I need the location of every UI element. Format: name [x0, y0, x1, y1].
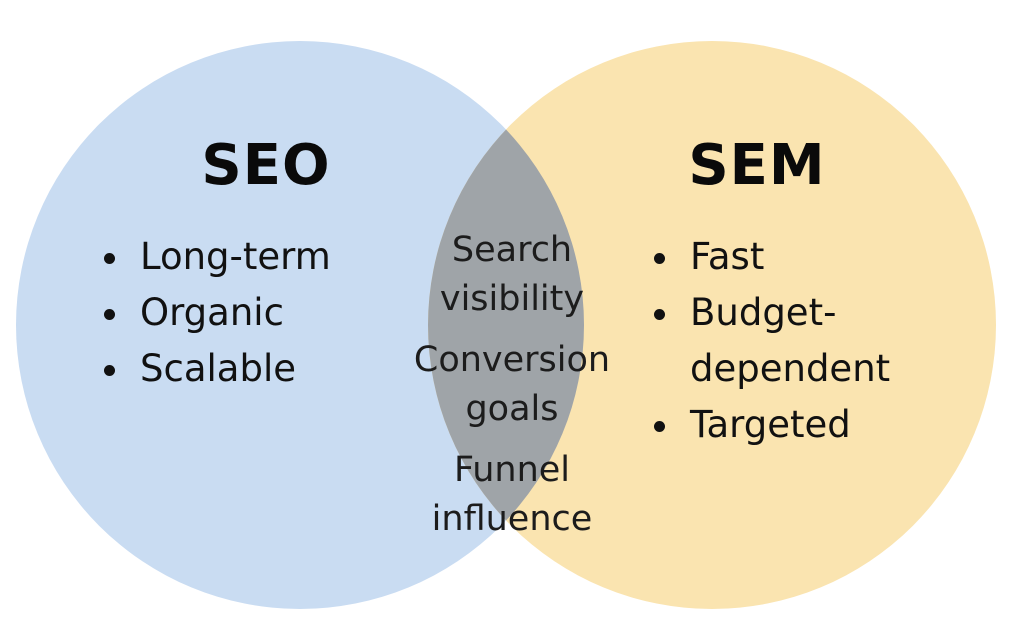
sem-circle — [428, 41, 996, 609]
overlap-item-conversion-goals: Conversion goals — [402, 336, 622, 434]
sem-item-fast: Fast — [690, 235, 765, 278]
seo-list: Long-term Organic Scalable — [102, 229, 402, 397]
sem-list: Fast Budget-dependent Targeted — [652, 229, 982, 453]
list-item: Targeted — [652, 397, 982, 453]
list-item: Fast — [652, 229, 982, 285]
overlap-line: visibility — [439, 279, 585, 319]
sem-title: SEM — [688, 133, 826, 198]
list-item: Organic — [102, 285, 402, 341]
overlap-line: Conversion — [413, 340, 611, 380]
overlap-line: Search — [451, 230, 573, 270]
overlap-line: Funnel — [453, 450, 571, 490]
bullet-icon — [654, 253, 665, 264]
sem-item-budget-line1: Budget- — [690, 291, 837, 334]
bullet-icon — [654, 309, 665, 320]
sem-item-budget-line2: dependent — [690, 347, 891, 390]
overlap-item-search-visibility: Search visibility — [402, 226, 622, 324]
overlap-text: Search visibility Conversion goals Funne… — [402, 226, 622, 544]
seo-item-organic: Organic — [140, 291, 284, 334]
list-item: Scalable — [102, 341, 402, 397]
seo-circle — [16, 41, 584, 609]
bullet-icon — [104, 309, 115, 320]
overlap-line: influence — [431, 499, 593, 539]
bullet-icon — [104, 365, 115, 376]
overlap-line: goals — [465, 389, 559, 429]
sem-item-targeted: Targeted — [690, 403, 851, 446]
list-item: Long-term — [102, 229, 402, 285]
seo-title: SEO — [201, 133, 331, 198]
bullet-icon — [104, 253, 115, 264]
seo-item-scalable: Scalable — [140, 347, 296, 390]
overlap-item-funnel-influence: Funnel influence — [402, 446, 622, 544]
list-item: Budget-dependent — [652, 285, 982, 397]
seo-item-long-term: Long-term — [140, 235, 331, 278]
bullet-icon — [654, 421, 665, 432]
